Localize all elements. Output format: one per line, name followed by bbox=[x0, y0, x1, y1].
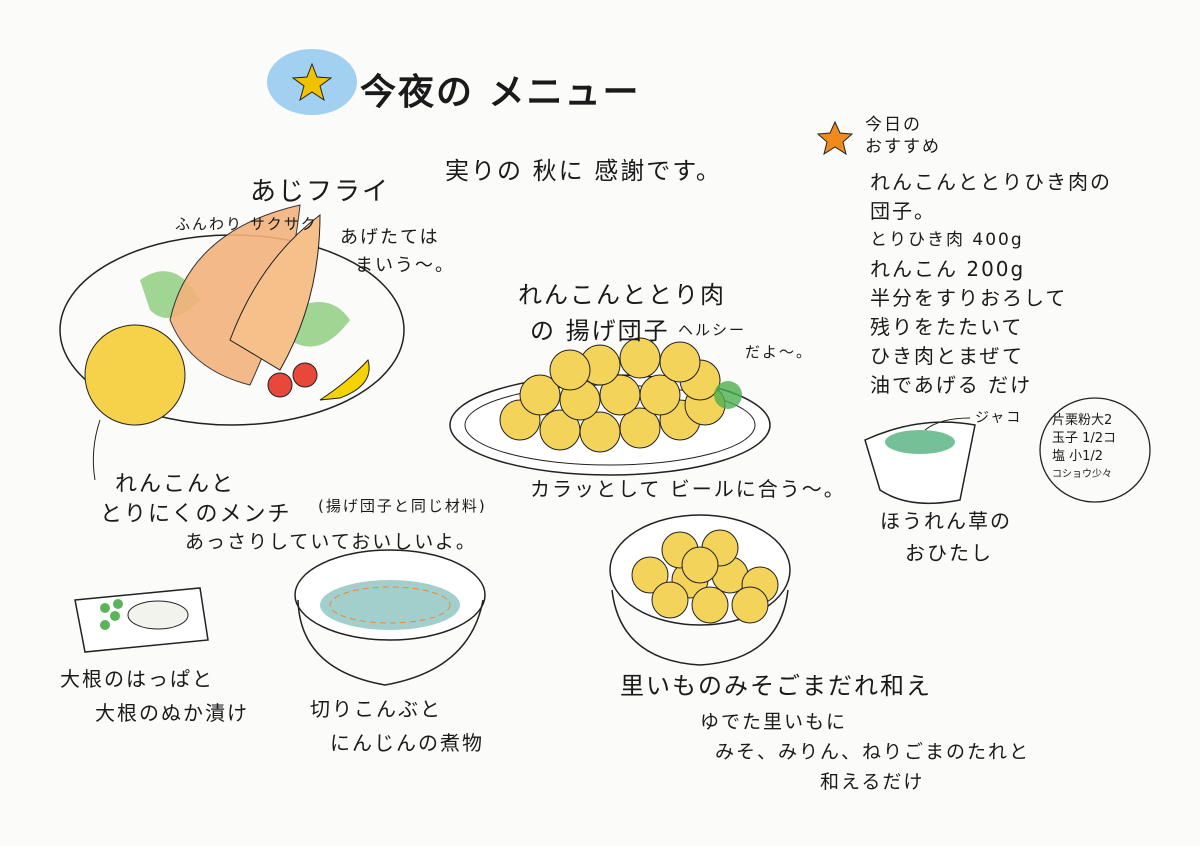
dango-ball bbox=[519, 374, 561, 416]
recipe-line: 半分をすりおろして bbox=[870, 286, 1068, 310]
menchi-note: (揚げ団子と同じ材料) bbox=[318, 497, 487, 515]
dango-ball bbox=[659, 341, 701, 383]
dango-comment: カラッとして ビールに合う〜。 bbox=[530, 477, 846, 501]
satoimo-text: 和えるだけ bbox=[820, 771, 925, 793]
aji-note: ふんわり サクサク bbox=[175, 215, 318, 233]
daikon-text: 大根のぬか漬け bbox=[95, 701, 249, 725]
menchi-text: とりにくのメンチ bbox=[100, 502, 292, 527]
recipe-line: れんこん 200g bbox=[870, 257, 1026, 281]
satoimo-ball bbox=[691, 586, 729, 624]
dango-ball bbox=[639, 374, 681, 416]
dango-note: ヘルシー bbox=[678, 321, 747, 339]
aji-note: あげたては bbox=[340, 227, 440, 248]
menchi-text: れんこんと bbox=[115, 472, 236, 497]
title-star-icon bbox=[267, 49, 357, 115]
satoimo-text: みそ、みりん、ねりごまのたれと bbox=[715, 741, 1031, 763]
satoimo-text: ゆでた里いもに bbox=[700, 711, 848, 733]
recipe-lines: れんこんととりひき肉の 団子。 とりひき肉 400g れんこん 200g 半分を… bbox=[870, 168, 1112, 400]
extra-item: コショウ少々 bbox=[1052, 469, 1112, 480]
dango-title: れんこんととり肉 bbox=[518, 281, 726, 309]
extras-circle bbox=[1039, 397, 1151, 503]
subtitle: 実りの 秋に 感謝です。 bbox=[445, 157, 722, 185]
recipe-line: ひき肉とまぜて bbox=[870, 344, 1024, 368]
satoimo-ball bbox=[651, 581, 689, 619]
recommend-star-icon bbox=[816, 120, 854, 156]
extra-item: 片栗粉大2 bbox=[1052, 413, 1113, 428]
aji-note: まいう〜。 bbox=[355, 255, 455, 276]
kombu-bowl bbox=[294, 549, 486, 686]
extras-list: 片栗粉大2 玉子 1/2コ 塩 小1/2 コショウ少々 bbox=[1052, 412, 1116, 484]
extra-item: 塩 小1/2 bbox=[1052, 449, 1104, 464]
parsley bbox=[714, 381, 742, 409]
recommend-label: おすすめ bbox=[865, 137, 941, 157]
recipe-line: 団子。 bbox=[870, 199, 936, 223]
menchi-text: あっさりしていておいしいよ。 bbox=[185, 531, 477, 553]
satoimo-ball bbox=[731, 586, 769, 624]
satoimo-bowl bbox=[609, 514, 791, 666]
satoimo-title: 里いものみそごまだれ和え bbox=[620, 672, 932, 700]
dango-plate bbox=[449, 337, 771, 476]
dango-ball bbox=[549, 349, 591, 391]
satoimo-ball bbox=[681, 546, 719, 584]
page-title: 今夜の メニュー bbox=[360, 72, 641, 113]
recipe-line: 油であげる だけ bbox=[870, 373, 1033, 397]
aji-fry-title: あじフライ bbox=[250, 177, 391, 207]
dango-note: だよ〜。 bbox=[745, 343, 814, 361]
spinach-text: おひたし bbox=[905, 541, 993, 565]
recommend-label: 今日の bbox=[865, 115, 922, 135]
kombu-text: にんじんの煮物 bbox=[330, 731, 484, 755]
recipe-line: れんこんととりひき肉の bbox=[870, 170, 1112, 194]
recipe-line: とりひき肉 400g bbox=[870, 230, 1024, 250]
dango-ball bbox=[619, 407, 661, 449]
jako-label: ジャコ bbox=[975, 410, 1023, 426]
spinach-bowl bbox=[864, 417, 976, 505]
daikon-text: 大根のはっぱと bbox=[60, 667, 214, 691]
satoimo-ball bbox=[631, 556, 669, 594]
aji-fry-plate bbox=[59, 204, 405, 481]
daikon-plate bbox=[74, 587, 209, 653]
spinach-text: ほうれん草の bbox=[880, 509, 1012, 533]
recipe-line: 残りをたたいて bbox=[870, 315, 1024, 339]
dango-title: の 揚げ団子 bbox=[530, 317, 670, 345]
kombu-text: 切りこんぶと bbox=[310, 697, 442, 721]
extra-item: 玉子 1/2コ bbox=[1052, 431, 1117, 446]
